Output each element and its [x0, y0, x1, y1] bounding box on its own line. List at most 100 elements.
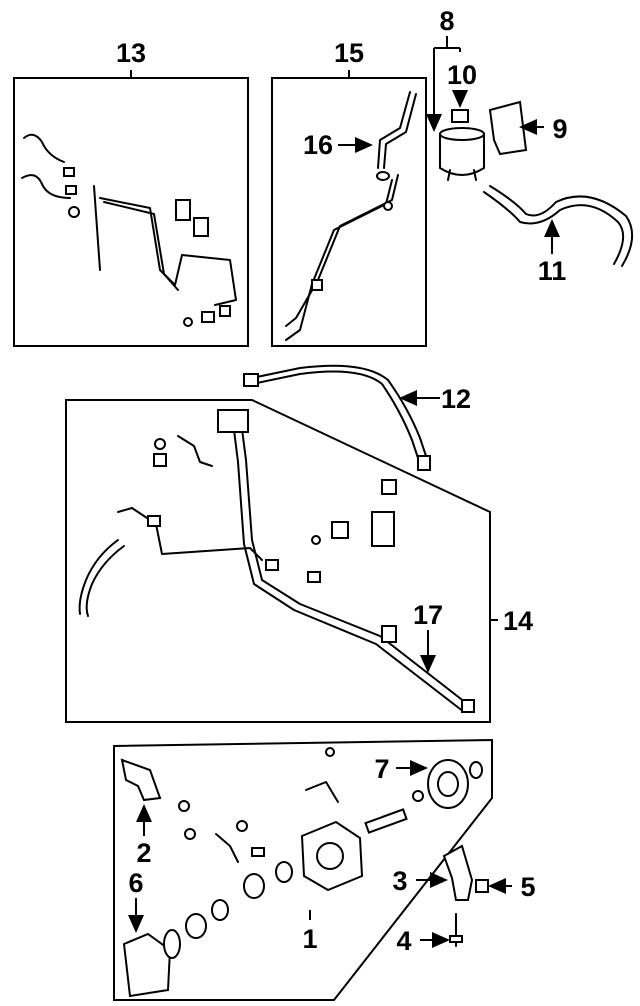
clip-15 [311, 279, 323, 291]
bolt-13a [183, 317, 193, 327]
callout-11: 11 [538, 256, 567, 286]
bolt-1c [325, 747, 335, 757]
pulley-nut [469, 761, 483, 779]
insulator-14 [331, 521, 349, 539]
hose-11-edge [489, 185, 633, 267]
washer-1a [236, 820, 248, 832]
callout-16: 16 [303, 130, 333, 160]
pump-shaft-nut [412, 790, 424, 802]
union-fitting [215, 833, 239, 863]
hose-14-left-edge [85, 545, 125, 617]
nut-13 [201, 311, 215, 323]
callout-1: 1 [302, 924, 317, 954]
pump-o-ring [275, 861, 293, 883]
bolt-14a [154, 438, 166, 450]
tube-14-left [117, 507, 263, 561]
adjust-bracket [442, 844, 474, 901]
pump-body-bore [316, 842, 344, 870]
fitting-1a [251, 847, 265, 857]
pump-seal-ring [163, 929, 181, 959]
pump-side-plate [243, 873, 265, 899]
tube-15-a [285, 174, 399, 327]
group-13-frame [13, 77, 249, 347]
tube-14-main-b [231, 413, 465, 713]
hose-12-edge [251, 364, 429, 463]
bolt-1b [184, 828, 196, 840]
clamp-13b [65, 185, 77, 195]
hose-11-group: 11 [483, 185, 633, 286]
callout-5: 5 [520, 872, 535, 902]
hose-14-left [78, 539, 119, 615]
clip-13 [193, 217, 209, 237]
reservoir-top [439, 127, 485, 141]
clip-14e [307, 571, 321, 583]
bracket-13 [175, 199, 191, 221]
pump-assembly-group: 1 2 6 7 [113, 738, 493, 1001]
callout-6: 6 [128, 868, 143, 898]
tube-13-parallel [103, 201, 179, 291]
reservoir-ports [447, 169, 477, 181]
reservoir-cap [451, 109, 469, 123]
clip-14b [265, 559, 279, 571]
pump-cam-ring [185, 913, 207, 939]
callout-15: 15 [334, 38, 364, 68]
hose-15b [383, 93, 417, 169]
reservoir-body [439, 133, 485, 176]
reservoir-assembly: 8 10 9 [426, 6, 568, 181]
callout-2: 2 [136, 838, 151, 868]
fitting-15 [383, 201, 393, 211]
group-14-frame [65, 399, 491, 723]
pump-shaft [364, 808, 408, 834]
group-15-return-lines: 15 16 [271, 38, 427, 347]
pump-pulley-hub [437, 771, 459, 797]
callout-10: 10 [447, 60, 477, 90]
leader-8-bracket [434, 36, 460, 49]
reservoir-bracket [488, 100, 528, 156]
callout-17: 17 [413, 600, 443, 630]
hose-12-end-b [417, 455, 431, 471]
clip-14a [147, 515, 161, 527]
hose-12-group: 12 [243, 364, 471, 471]
grommet-14 [153, 453, 167, 467]
bolt-4-head [449, 935, 463, 943]
bracket-14b [371, 511, 395, 547]
callout-3: 3 [392, 866, 407, 896]
callout-9: 9 [552, 114, 567, 144]
hose-13-upper [23, 133, 65, 163]
pump-bracket [120, 758, 162, 802]
bracket-14 [217, 409, 249, 433]
tube-15-b [285, 179, 393, 341]
fitting-14-end [461, 699, 475, 713]
bolt-1a [178, 800, 190, 812]
pump-rotor [211, 899, 229, 921]
group-14-pressure-lines: 14 17 [65, 399, 533, 723]
sensor-14 [177, 435, 213, 467]
callout-8: 8 [439, 6, 454, 36]
tube-13-main [99, 197, 237, 306]
callout-13: 13 [116, 38, 146, 68]
clamp-15 [376, 171, 390, 181]
adjust-bracket-group: 3 5 4 [392, 844, 536, 956]
callout-7: 7 [374, 754, 389, 784]
callout-12: 12 [441, 384, 471, 414]
tube-14-main [239, 413, 471, 707]
hose-15 [377, 91, 411, 169]
clip-14d [381, 479, 397, 495]
fitting-13a [68, 206, 80, 218]
clamp-13a [63, 167, 75, 177]
group-13-cooler-lines: 13 [13, 38, 249, 347]
callout-4: 4 [396, 926, 411, 956]
bolt-14b [311, 535, 321, 545]
nut-5 [475, 879, 489, 893]
callout-14: 14 [503, 606, 533, 636]
tube-13-vertical [93, 185, 101, 271]
hose-12-end-a [243, 373, 259, 387]
clip-14c [381, 625, 397, 643]
group-1-frame [113, 738, 493, 1001]
hose-13-lower [21, 174, 71, 199]
hose-11 [483, 191, 625, 265]
pressure-switch [305, 781, 339, 803]
hose-12 [251, 370, 421, 465]
pump-rear-cover [122, 932, 172, 998]
